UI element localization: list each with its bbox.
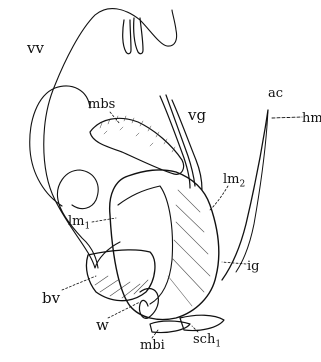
structure-w [139, 289, 158, 319]
label-vv: vv [27, 41, 44, 56]
leader-lm2 [210, 186, 228, 210]
label-lm2: lm2 [223, 173, 245, 190]
spine-ac-inner [236, 110, 268, 272]
label-ac: ac [268, 87, 283, 100]
label-bv: bv [42, 291, 60, 306]
muscle-inner-lm1 [118, 186, 173, 304]
bulb-bv [86, 250, 155, 301]
plate-mbi [150, 321, 190, 333]
label-ig: ig [247, 260, 259, 273]
label-lm1-sub: 1 [85, 222, 91, 232]
label-lm2-base: lm [223, 172, 240, 187]
leader-ig [222, 262, 246, 264]
hm-leader [272, 117, 302, 118]
leader-w [108, 302, 140, 318]
label-w: w [96, 318, 109, 333]
vv-tube-right [134, 18, 143, 54]
coiled-duct-loop [30, 86, 90, 206]
label-mbi: mbi [140, 339, 165, 352]
label-hm: hm [302, 112, 321, 125]
lobe-mbs [90, 118, 184, 174]
vv-tube-left [123, 20, 131, 54]
label-vg: vg [188, 108, 206, 123]
muscle-hatching [168, 190, 210, 306]
label-mbs: mbs [88, 98, 115, 111]
label-sch1-sub: 1 [215, 340, 221, 350]
label-lm1: lm1 [68, 215, 90, 232]
label-sch1: sch1 [193, 333, 221, 350]
label-lm1-base: lm [68, 214, 85, 229]
leader-mbi [152, 330, 158, 338]
label-sch1-base: sch [193, 332, 215, 347]
leader-lm1 [92, 218, 116, 222]
label-lm2-sub: 2 [240, 180, 246, 190]
coiled-duct-vv [44, 9, 177, 268]
